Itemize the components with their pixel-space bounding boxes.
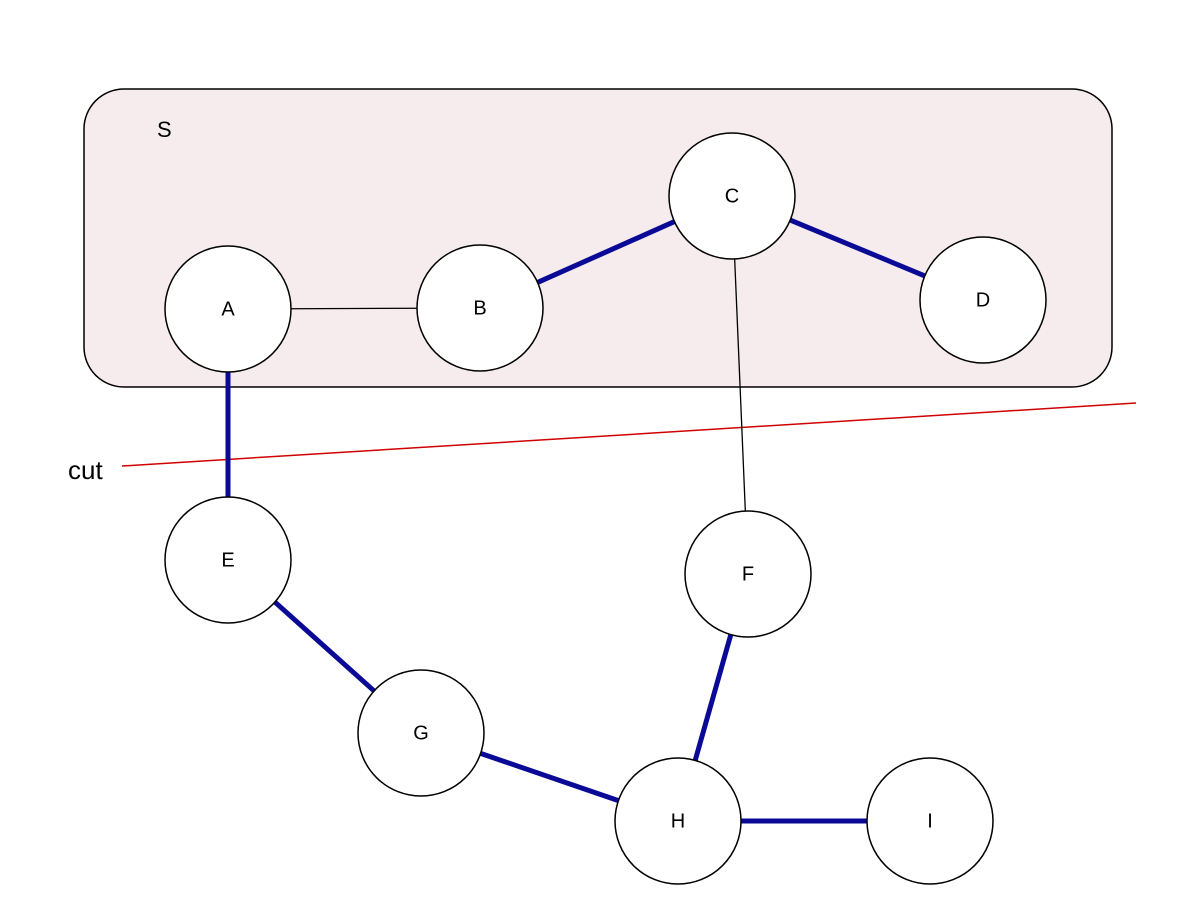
- node-label: D: [976, 289, 990, 311]
- node-label: E: [221, 549, 234, 571]
- node-circle: [684, 510, 812, 638]
- node-circle: [357, 669, 485, 797]
- node-g: G: [357, 669, 485, 797]
- node-c: C: [668, 132, 796, 260]
- node-label: H: [671, 810, 685, 832]
- nodes-layer: A B C D E F G H I: [164, 132, 1047, 885]
- node-circle: [919, 236, 1047, 364]
- edge-c-d: [789, 217, 926, 279]
- node-a: A: [164, 245, 292, 373]
- node-label: C: [725, 185, 739, 207]
- edge-g-h: [479, 751, 620, 803]
- node-circle: [614, 757, 742, 885]
- edge-e-g: [273, 600, 376, 693]
- node-circle: [866, 757, 994, 885]
- node-circle: [164, 496, 292, 624]
- node-label: F: [742, 563, 754, 585]
- edge-f-h: [692, 633, 734, 762]
- node-circle: [164, 245, 292, 373]
- node-circle: [668, 132, 796, 260]
- node-label: B: [473, 297, 486, 319]
- edge-b-c: [536, 219, 676, 285]
- node-b: B: [416, 244, 544, 372]
- node-i: I: [866, 757, 994, 885]
- node-e: E: [164, 496, 292, 624]
- node-label: G: [413, 722, 429, 744]
- set-s-region: [83, 88, 1113, 388]
- node-label: I: [927, 810, 933, 832]
- node-f: F: [684, 510, 812, 638]
- edge-c-f: [734, 258, 746, 512]
- edges-layer: [225, 217, 926, 824]
- node-label: A: [221, 298, 235, 320]
- cut-label: cut: [68, 455, 103, 485]
- cut-line: [121, 402, 1137, 467]
- node-h: H: [614, 757, 742, 885]
- edge-a-b: [290, 307, 418, 310]
- node-circle: [416, 244, 544, 372]
- node-d: D: [919, 236, 1047, 364]
- set-s-label: S: [157, 117, 172, 142]
